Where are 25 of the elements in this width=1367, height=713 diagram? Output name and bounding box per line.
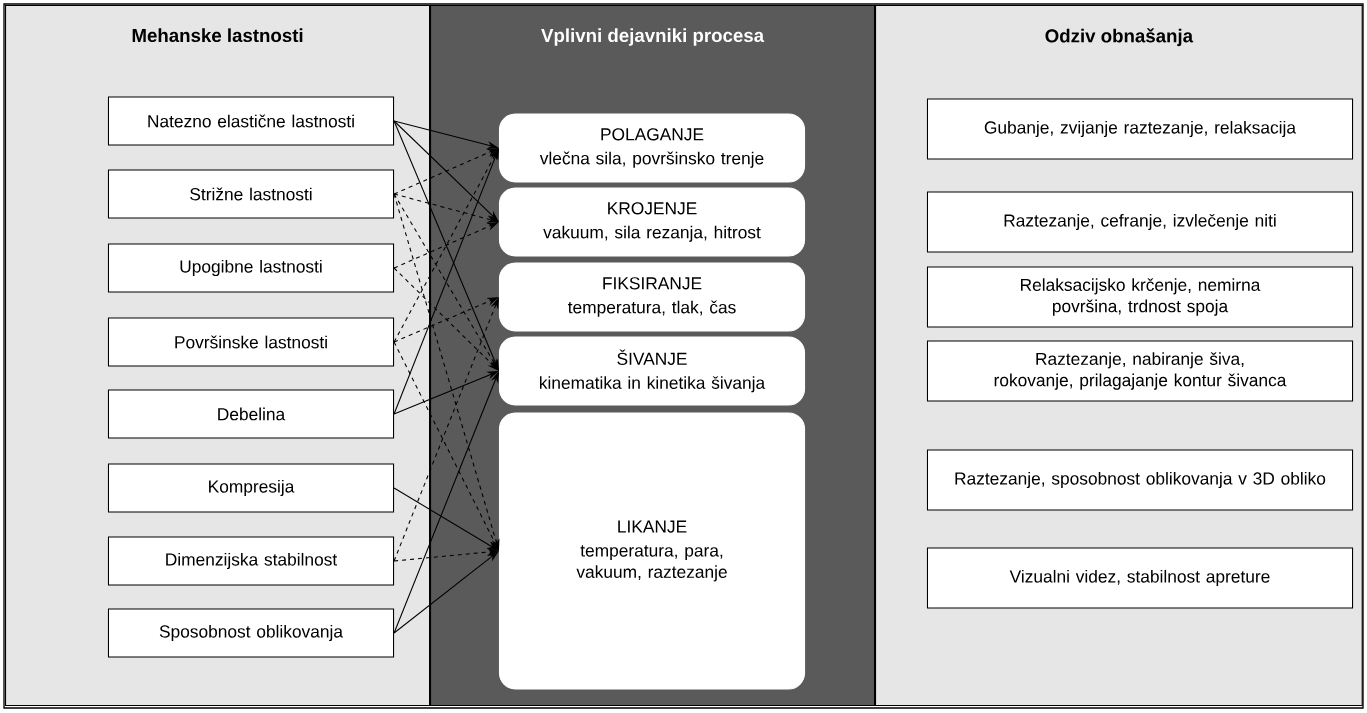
property-box: Sposobnost oblikovanja (107, 608, 395, 658)
arrow (393, 193, 499, 371)
process-box: POLAGANJE vlečna sila, površinsko trenje (498, 113, 806, 183)
arrow (393, 487, 499, 551)
property-box: Upogibne lastnosti (107, 243, 395, 293)
response-box: Vizualni videz, stabilnost apreture (926, 547, 1354, 609)
arrow (393, 551, 499, 634)
process-box: ŠIVANJE kinematika in kinetika šivanja (498, 336, 806, 406)
response-box: Gubanje, zvijanje raztezanje, relaksacija (926, 98, 1354, 160)
property-box: Debelina (107, 389, 395, 439)
response-box: Relaksacijsko krčenje, nemirna površina, trdnost spoja (926, 266, 1354, 328)
response-box: Raztezanje, cefranje, izvlečenje niti (926, 191, 1354, 253)
property-box: Kompresija (107, 463, 395, 513)
response-box: Raztezanje, nabiranje šiva, rokovanje, prilagajanje kontur šivanca (926, 340, 1354, 402)
property-box: Natezno elastične lastnosti (107, 96, 395, 146)
process-box: LIKANJE temperatura, para, vakuum, raztezanje (498, 412, 806, 690)
process-box: KROJENJE vakuum, sila rezanja, hitrost (498, 187, 806, 257)
arrow (393, 120, 499, 222)
response-box: Raztezanje, sposobnost oblikovanja v 3D obliko (926, 449, 1354, 511)
arrow (393, 341, 499, 551)
property-box: Površinske lastnosti (107, 317, 395, 367)
arrow (393, 267, 499, 371)
property-box: Dimenzijska stabilnost (107, 536, 395, 586)
process-box: FIKSIRANJE temperatura, tlak, čas (498, 262, 806, 332)
property-box: Strižne lastnosti (107, 169, 395, 219)
